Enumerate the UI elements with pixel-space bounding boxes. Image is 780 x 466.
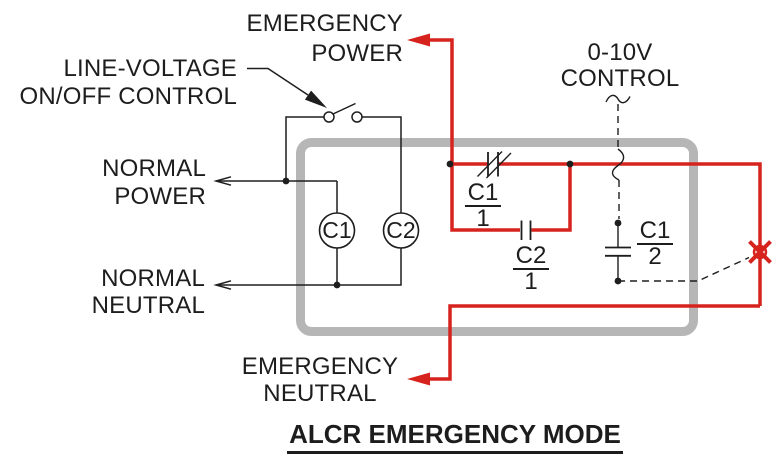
emergency-neutral-line1: EMERGENCY xyxy=(241,353,399,380)
emergency-neutral-line2: NEUTRAL xyxy=(263,380,377,407)
contact-c1-2-numerator: C1 xyxy=(639,217,671,244)
control-0-10v-label: 0-10V CONTROL xyxy=(545,40,695,92)
contact-loop-wire-right xyxy=(531,164,572,232)
normal-power-line2: POWER xyxy=(114,183,206,210)
line-voltage-line2: ON/OFF CONTROL xyxy=(19,83,237,110)
normal-power-arrowhead xyxy=(213,176,232,186)
emergency-power-feed-wire xyxy=(429,38,454,164)
normal-neutral-wire xyxy=(216,248,402,286)
diagram-title: ALCR EMERGENCY MODE xyxy=(279,419,631,454)
relay-c1-circle xyxy=(318,212,356,249)
emergency-neutral-arrow xyxy=(407,372,430,386)
contact-c1-2-symbol xyxy=(605,246,631,257)
line-voltage-label: LINE-VOLTAGE ON/OFF CONTROL xyxy=(7,55,237,111)
leader-line xyxy=(247,67,309,96)
diagram-title-text: ALCR EMERGENCY MODE xyxy=(287,419,623,454)
line-voltage-line1: LINE-VOLTAGE xyxy=(63,55,237,82)
emergency-power-line1: EMERGENCY xyxy=(246,10,403,37)
contact-c1-1-denominator: 1 xyxy=(476,205,490,232)
control-0-10v-line1: 0-10V xyxy=(587,39,653,66)
contact-c2-1-numerator: C2 xyxy=(515,242,547,269)
emergency-power-arrow xyxy=(407,33,430,47)
normal-neutral-arrowhead xyxy=(213,280,232,290)
normal-power-label: NORMAL POWER xyxy=(56,155,206,211)
no-connection-x-icon xyxy=(748,240,772,264)
contact-c2-1-symbol xyxy=(520,220,532,240)
break-squiggle-top xyxy=(605,94,631,104)
normal-power-line1: NORMAL xyxy=(102,155,206,182)
contact-c1-1-symbol xyxy=(477,151,512,179)
normal-wiring xyxy=(213,67,402,290)
emergency-neutral-label: EMERGENCY NEUTRAL xyxy=(235,353,405,407)
switch-blade xyxy=(332,102,356,115)
break-squiggle-mid xyxy=(611,148,625,181)
switch-contact-right xyxy=(351,111,363,123)
normal-neutral-label: NORMAL NEUTRAL xyxy=(55,265,205,319)
leader-arrowhead xyxy=(304,90,327,108)
fraction-bar xyxy=(465,205,501,207)
relay-c2-circle xyxy=(382,212,420,249)
normal-neutral-line1: NORMAL xyxy=(101,265,205,292)
switch-left-wire xyxy=(285,116,324,181)
contact-c1-2-label: C1 2 xyxy=(637,217,673,270)
control-0-10v-wire xyxy=(605,94,750,282)
switch-right-wire xyxy=(362,116,402,213)
normal-neutral-line2: NEUTRAL xyxy=(91,292,205,319)
control-0-10v-line2: CONTROL xyxy=(560,65,680,92)
relay-c2-label: C2 xyxy=(386,217,416,243)
contact-c1-1-numerator: C1 xyxy=(467,179,499,206)
contact-c2-1-label: C2 1 xyxy=(513,242,549,295)
emergency-power-label: EMERGENCY POWER xyxy=(238,9,403,69)
contact-c1-2-denominator: 2 xyxy=(648,243,662,270)
fraction-bar xyxy=(637,243,673,245)
relay-c1-label: C1 xyxy=(322,217,352,243)
disconnected-control-lead xyxy=(618,256,750,282)
normal-power-wire xyxy=(216,180,338,213)
emergency-neutral-wire xyxy=(429,304,760,381)
contact-c2-1-denominator: 1 xyxy=(524,268,538,295)
switch-contact-left xyxy=(323,111,335,123)
contact-c1-1-label: C1 1 xyxy=(465,179,501,232)
contact-loop-wire-left xyxy=(450,164,520,232)
emergency-power-line2: POWER xyxy=(311,40,403,67)
junction-dots xyxy=(282,160,622,289)
fraction-bar xyxy=(513,268,549,270)
alcr-enclosure-outline xyxy=(296,138,698,336)
